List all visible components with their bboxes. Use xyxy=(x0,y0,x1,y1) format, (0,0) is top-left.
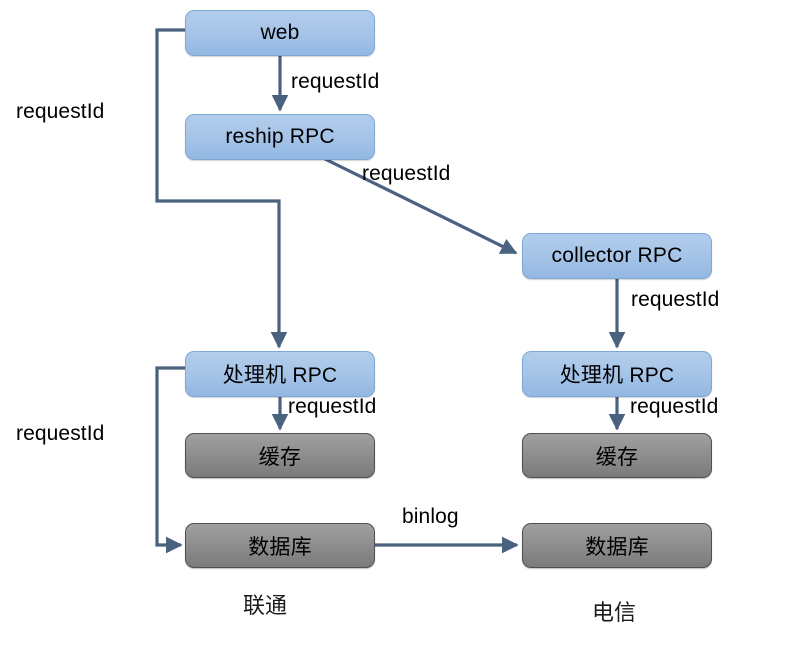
edge-label-web-to-handler-left: requestId xyxy=(16,100,105,123)
node-cache-left[interactable]: 缓存 xyxy=(185,433,375,478)
edge-label-handler-left-to-database: requestId xyxy=(16,422,105,445)
node-handler-rpc-right[interactable]: 处理机 RPC xyxy=(522,351,712,397)
edge-handler-left-to-database xyxy=(155,366,185,554)
node-database-left[interactable]: 数据库 xyxy=(185,523,375,568)
node-database-right-label: 数据库 xyxy=(585,535,649,559)
edge-label-collector-to-handler-right: requestId xyxy=(631,288,720,311)
group-label-telecom: 电信 xyxy=(592,601,637,626)
node-cache-left-label: 缓存 xyxy=(258,445,302,469)
node-reship-rpc[interactable]: reship RPC xyxy=(185,114,375,160)
edge-label-web-to-reship: requestId xyxy=(291,70,380,93)
node-web[interactable]: web xyxy=(185,10,375,56)
edge-label-database-replication: binlog xyxy=(402,505,459,528)
node-database-right[interactable]: 数据库 xyxy=(522,523,712,568)
node-cache-right[interactable]: 缓存 xyxy=(522,433,712,478)
edge-web-to-handler-left xyxy=(155,28,288,349)
node-web-label: web xyxy=(260,21,300,44)
node-cache-right-label: 缓存 xyxy=(595,445,639,469)
node-handler-rpc-left[interactable]: 处理机 RPC xyxy=(185,351,375,397)
node-collector-rpc[interactable]: collector RPC xyxy=(522,233,712,279)
node-database-left-label: 数据库 xyxy=(248,535,312,559)
edge-label-handler-left-to-cache: requestId xyxy=(288,395,377,418)
node-collector-rpc-label: collector RPC xyxy=(551,244,683,267)
edge-reship-to-collector xyxy=(324,157,518,255)
node-reship-rpc-label: reship RPC xyxy=(225,125,335,148)
node-handler-rpc-right-label: 处理机 RPC xyxy=(559,364,675,387)
node-handler-rpc-left-label: 处理机 RPC xyxy=(222,364,338,387)
group-label-unicom: 联通 xyxy=(243,594,288,619)
edge-label-handler-right-to-cache: requestId xyxy=(630,395,719,418)
edge-label-reship-to-collector: requestId xyxy=(362,162,451,185)
